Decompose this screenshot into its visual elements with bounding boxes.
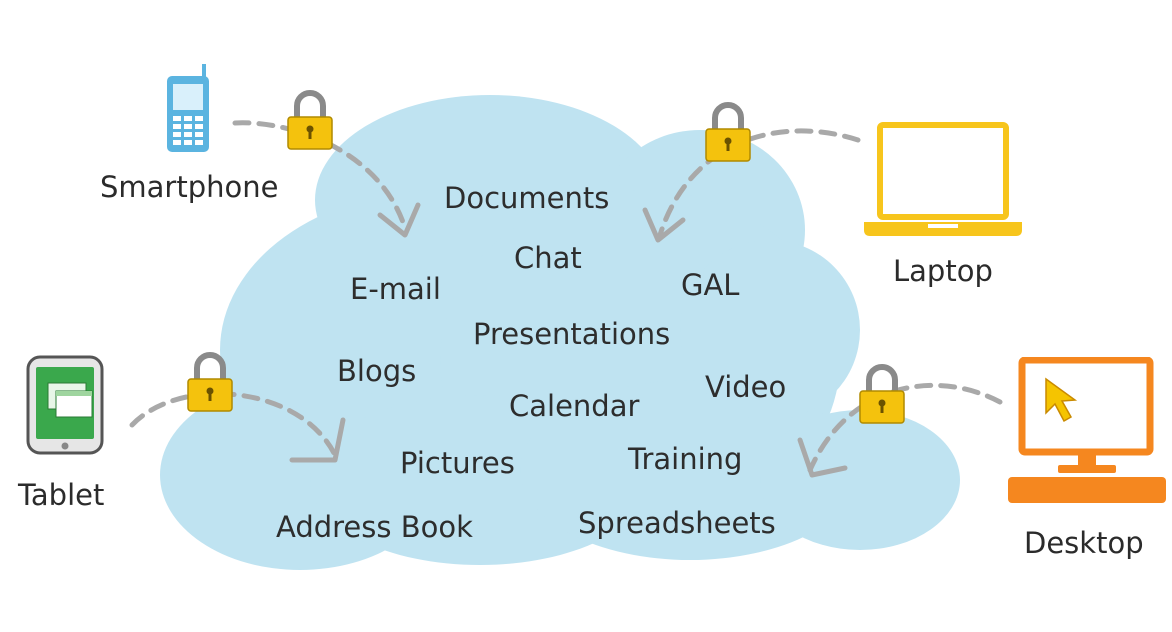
cloud-shape [160, 95, 960, 570]
service-chat: Chat [514, 241, 582, 275]
tablet-label: Tablet [18, 478, 105, 512]
service-spreadsheets: Spreadsheets [578, 506, 776, 540]
service-blogs: Blogs [337, 354, 417, 388]
lock-icon [705, 102, 751, 162]
desktop-label: Desktop [1024, 526, 1144, 560]
service-presentations: Presentations [473, 317, 671, 351]
service-calendar: Calendar [509, 389, 640, 423]
tablet-to-cloud-arrow [129, 391, 346, 463]
service-video: Video [705, 370, 787, 404]
lock-icon [187, 352, 233, 412]
tablet-icon [26, 355, 104, 455]
service-gal: GAL [681, 268, 740, 302]
laptop-icon [864, 122, 1022, 236]
laptop-label: Laptop [893, 254, 993, 288]
service-address-book: Address Book [276, 510, 473, 544]
service-pictures: Pictures [400, 446, 515, 480]
smartphone-icon [167, 64, 209, 152]
lock-icon [859, 364, 905, 424]
lock-icon [287, 90, 333, 150]
desktop-icon [1008, 357, 1166, 503]
smartphone-label: Smartphone [100, 170, 279, 204]
service-training: Training [628, 442, 743, 476]
service-documents: Documents [444, 181, 610, 215]
service-email: E-mail [350, 272, 441, 306]
